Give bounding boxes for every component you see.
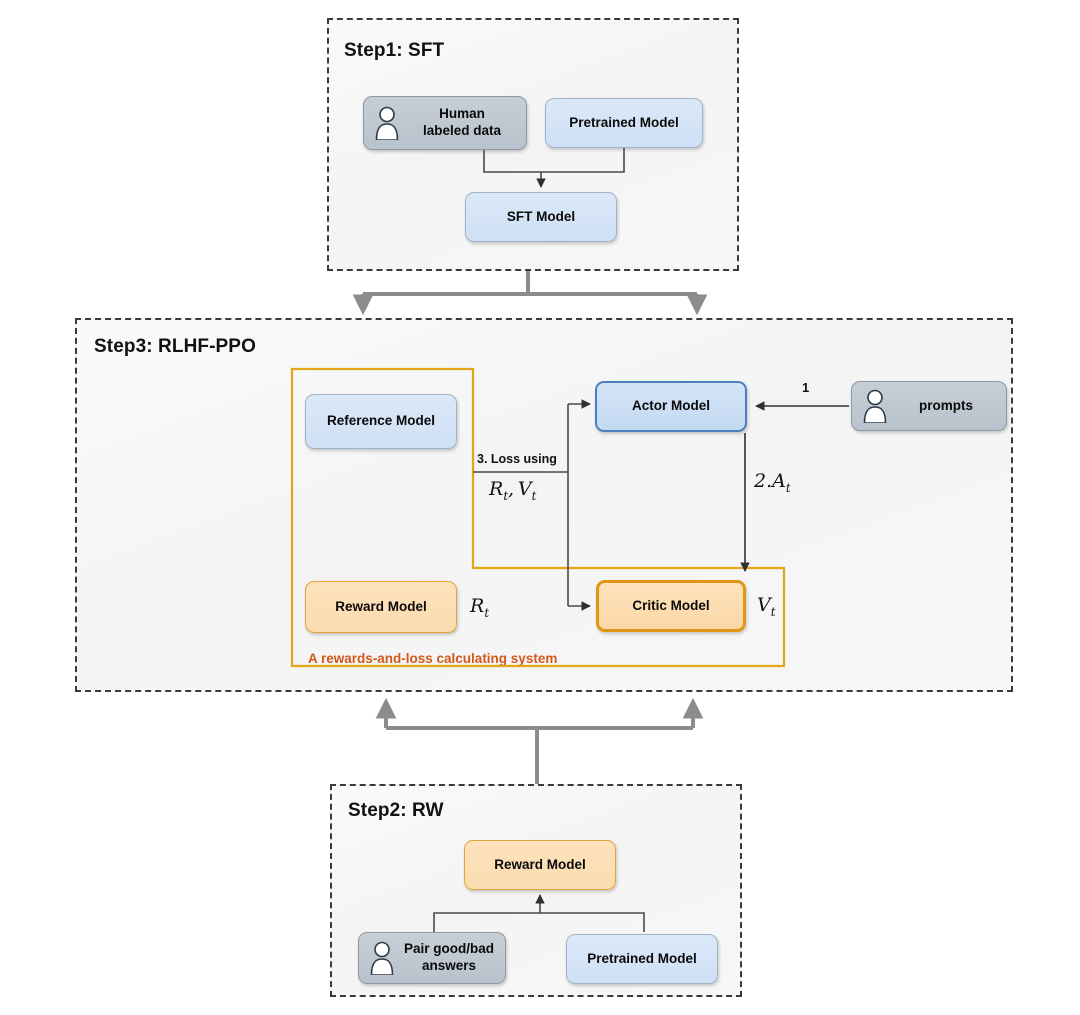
node-step2-reward-model-label: Reward Model <box>494 856 586 872</box>
person-icon <box>862 389 888 424</box>
node-actor-model-label: Actor Model <box>631 398 710 414</box>
node-step3-reward-model-label: Reward Model <box>335 598 427 614</box>
label-edge-1: 1 <box>802 380 810 395</box>
label-loss-terms: Rt, Vt <box>489 478 537 503</box>
node-sft-model[interactable]: SFT Model <box>465 192 617 242</box>
node-critic-model-label: Critic Model <box>632 597 710 613</box>
node-actor-model[interactable]: Actor Model <box>595 381 747 432</box>
node-step2-pretrained-model[interactable]: Pretrained Model <box>566 934 718 984</box>
node-human-labeled-data-label: Human labeled data <box>422 106 502 138</box>
label-advantage: 2.At <box>754 470 791 495</box>
node-reference-model[interactable]: Reference Model <box>305 394 457 449</box>
node-reference-model-label: Reference Model <box>326 413 436 429</box>
node-pair-answers-label: Pair good/bad answers <box>403 941 494 973</box>
person-icon <box>374 106 400 141</box>
person-icon <box>369 941 395 976</box>
node-pair-answers[interactable]: Pair good/bad answers <box>358 932 506 984</box>
node-step2-reward-model[interactable]: Reward Model <box>464 840 616 890</box>
connector-step2-to-step3 <box>375 697 704 784</box>
step1-title: Step1: SFT <box>344 40 445 61</box>
step3-title: Step3: RLHF-PPO <box>94 336 256 357</box>
node-human-labeled-data[interactable]: Human labeled data <box>363 96 527 150</box>
label-critic-output: Vt <box>757 594 776 619</box>
node-prompts-label: prompts <box>919 397 973 413</box>
label-loss-using: 3. Loss using <box>477 452 557 466</box>
node-step1-pretrained-model-label: Pretrained Model <box>569 114 679 130</box>
node-prompts[interactable]: prompts <box>851 381 1007 431</box>
system-caption: A rewards-and-loss calculating system <box>308 651 558 666</box>
step2-title: Step2: RW <box>348 800 444 821</box>
node-step1-pretrained-model[interactable]: Pretrained Model <box>545 98 703 148</box>
node-sft-model-label: SFT Model <box>506 208 576 224</box>
step3-container <box>75 318 1013 692</box>
node-critic-model[interactable]: Critic Model <box>596 580 746 632</box>
connector-step1-to-step3 <box>352 271 708 316</box>
node-step2-pretrained-model-label: Pretrained Model <box>587 950 697 966</box>
label-reward-output: Rt <box>470 595 490 620</box>
node-step3-reward-model[interactable]: Reward Model <box>305 581 457 633</box>
